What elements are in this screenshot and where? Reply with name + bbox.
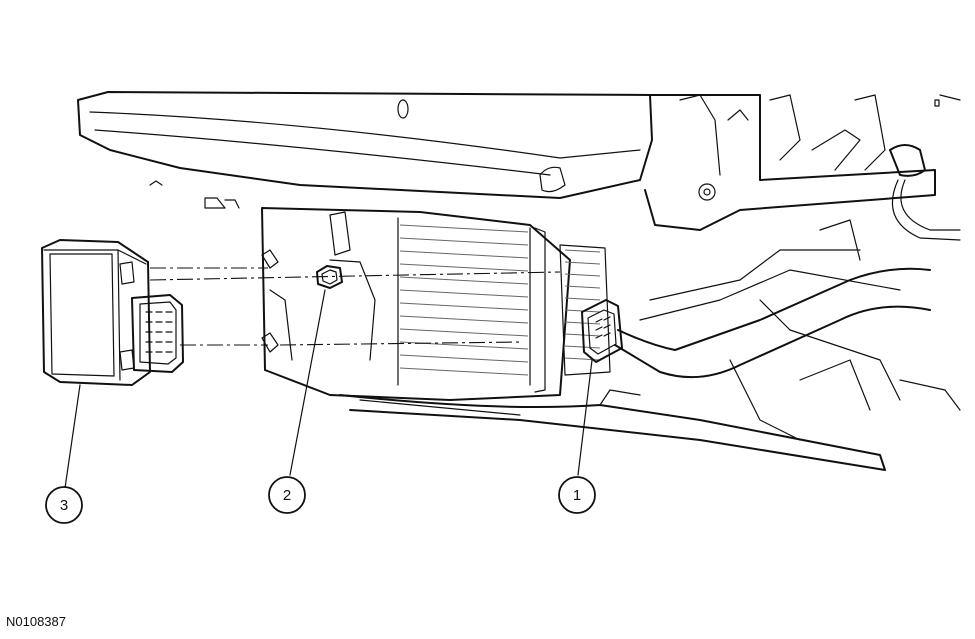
grille-assembly [261, 207, 886, 471]
control-module [41, 239, 184, 386]
electrical-connector [581, 299, 623, 363]
callout-1: 1 [558, 476, 596, 514]
radiator-support [644, 94, 961, 241]
callout-2: 2 [268, 476, 306, 514]
callout-leaders [64, 289, 593, 489]
callout-2-number: 2 [283, 487, 291, 504]
alignment-lines [149, 267, 561, 346]
figure-id-label: N0108387 [6, 614, 66, 629]
wiring-harness [614, 219, 961, 441]
mounting-nut [316, 265, 343, 289]
callout-1-number: 1 [573, 487, 581, 504]
callout-3: 3 [45, 486, 83, 524]
bumper-fascia [77, 91, 653, 209]
callout-3-number: 3 [60, 497, 68, 514]
